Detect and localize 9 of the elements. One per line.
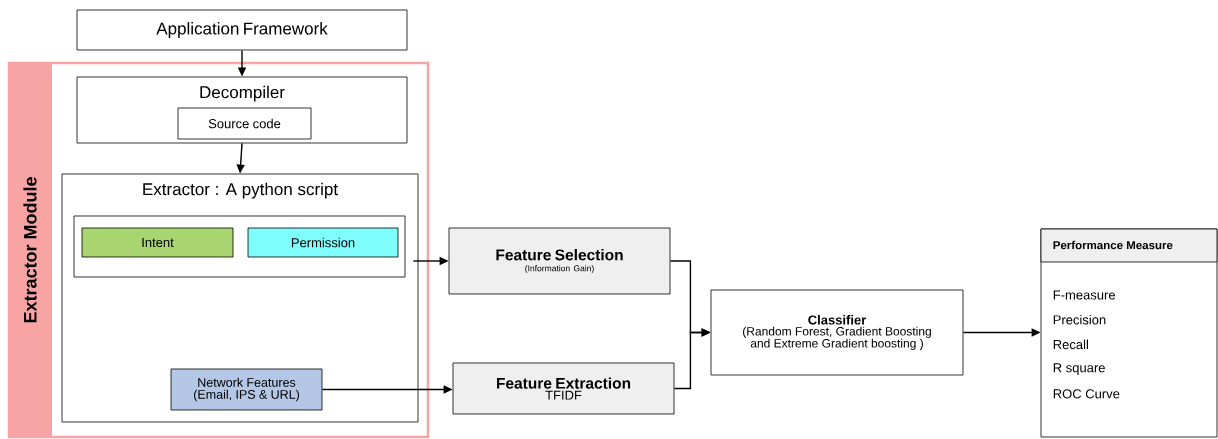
performance-box: Performance Measure F-measure Precision Recall R square ROC Curve — [1040, 228, 1218, 438]
framework-box: Application Framework — [76, 9, 408, 51]
feature-extraction-box: Feature Extraction TFIDF — [452, 362, 675, 415]
classifier-box: Classifier (Random Forest, Gradient Boosting and Extreme Gradient boosting ) — [710, 289, 964, 376]
network-features-box: Network Features (Email, IPS & URL) — [170, 368, 323, 411]
feature-selection-box: Feature Selection (Information Gain) — [448, 227, 671, 295]
permission-box: Permission — [247, 227, 399, 258]
source-code-box: Source code — [177, 107, 312, 140]
intent-box: Intent — [81, 227, 234, 258]
